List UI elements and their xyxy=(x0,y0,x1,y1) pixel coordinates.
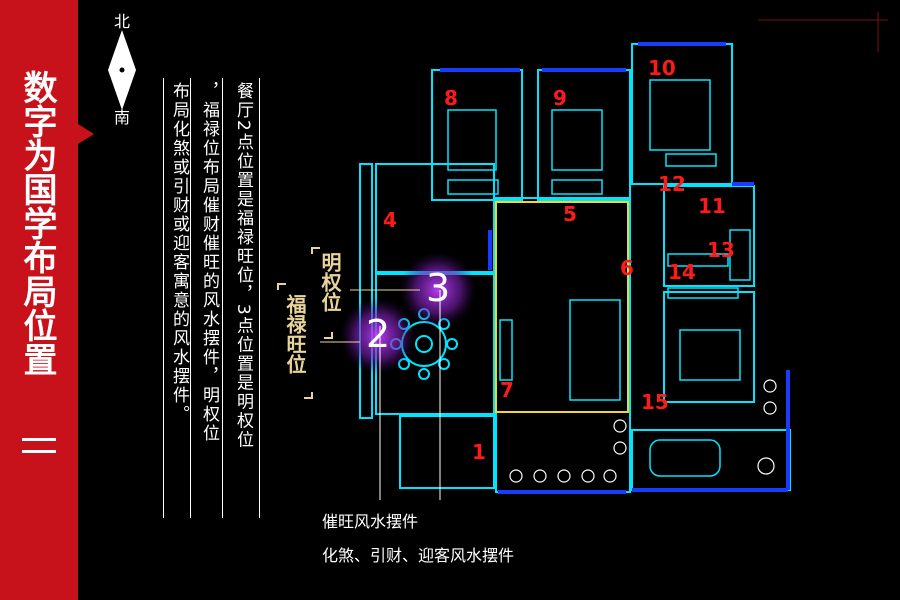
left-sidebar: 数字为国学布局位置 xyxy=(0,0,78,600)
west-wall xyxy=(359,163,373,419)
living-wall xyxy=(495,197,631,493)
description-col-1: 餐厅2点位置是福禄旺位，3点位置是明权位 xyxy=(233,82,253,450)
divider-line xyxy=(190,78,191,518)
room-label: 6 xyxy=(620,256,634,280)
room-label: 1 xyxy=(472,440,486,464)
mingquan-tag: 明权位 xyxy=(318,252,342,312)
room-label: 4 xyxy=(383,208,397,232)
room-label: 5 xyxy=(563,202,577,226)
fulu-glow xyxy=(340,298,416,374)
description-col-3: 布局化煞或引财或迎客寓意的风水摆件。 xyxy=(169,82,189,424)
bath-wall xyxy=(663,185,755,287)
page-title: 数字为国学布局位置 xyxy=(17,70,57,376)
living-area-outline xyxy=(495,201,629,413)
marker-2: 2 xyxy=(366,312,391,356)
tag-brackets xyxy=(277,247,333,399)
room-label: 12 xyxy=(658,172,686,196)
room-label: 14 xyxy=(668,260,696,284)
room-label: 9 xyxy=(553,86,567,110)
divider-line xyxy=(222,78,223,518)
title-underline xyxy=(22,438,56,462)
bedroom-10-wall xyxy=(631,43,733,185)
room-label: 11 xyxy=(698,194,726,218)
balcony-wall xyxy=(631,429,791,491)
room-label: 13 xyxy=(707,238,735,262)
divider-line xyxy=(163,78,164,518)
fulu-tag: 福禄旺位 xyxy=(283,294,307,374)
legend-resolve-label: 化煞、引财、迎客风水摆件 xyxy=(322,546,515,565)
room-label: 7 xyxy=(500,378,514,402)
room-label: 8 xyxy=(444,86,458,110)
corner-decoration xyxy=(758,12,888,52)
plant-decorations xyxy=(509,379,777,483)
room-label: 10 xyxy=(648,56,676,80)
compass-needle-icon xyxy=(108,30,136,110)
description-col-2: ，福禄位布局催财催旺的风水摆件，明权位 xyxy=(199,82,219,443)
marker-3: 3 xyxy=(426,266,451,310)
bedroom-15-wall xyxy=(663,291,755,403)
legend-boost-label: 催旺风水摆件 xyxy=(322,512,419,531)
compass: 北 南 xyxy=(104,8,140,128)
floor-plan xyxy=(320,42,791,500)
divider-line xyxy=(259,78,260,518)
entry-wall xyxy=(399,415,495,489)
compass-south-label: 南 xyxy=(113,108,130,127)
mingquan-glow xyxy=(400,252,476,328)
sidebar-arrow-icon xyxy=(78,124,94,144)
compass-north-label: 北 xyxy=(113,12,130,31)
room-label: 15 xyxy=(641,390,669,414)
